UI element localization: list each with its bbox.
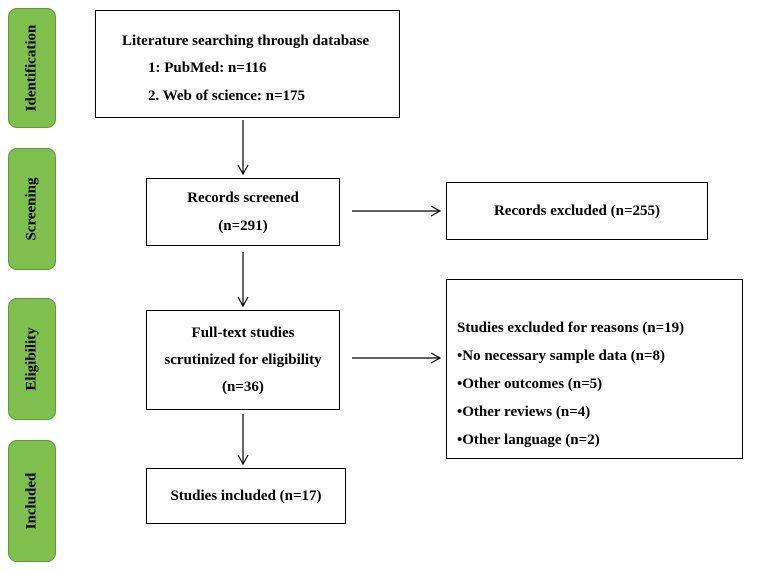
reason-item: •Other language (n=2)	[457, 432, 600, 448]
studies-excluded-reasons-box: Studies excluded for reasons (n=19) •No …	[446, 279, 743, 459]
fulltext-line2: scrutinized for eligibility	[164, 351, 322, 368]
records-excluded-label: Records excluded (n=255)	[493, 203, 661, 219]
reason-item: •No necessary sample data (n=8)	[457, 348, 665, 364]
identification-pubmed: 1: PubMed: n=116	[148, 60, 267, 76]
identification-title: Literature searching through database	[122, 33, 370, 49]
records-screened-box: Records screened (n=291)	[146, 178, 340, 246]
fulltext-studies-box: Full-text studies scrutinized for eligib…	[146, 310, 340, 410]
studies-included-label: Studies included (n=17)	[170, 488, 322, 504]
identification-box: Literature searching through database 1:…	[95, 10, 400, 118]
reason-item: •Other outcomes (n=5)	[457, 376, 603, 392]
reason-item: •Other reviews (n=4)	[457, 404, 591, 420]
stage-eligibility-tab: Eligibility	[8, 298, 56, 420]
reasons-title: Studies excluded for reasons (n=19)	[457, 320, 685, 336]
fulltext-count: (n=36)	[222, 378, 264, 395]
studies-included-box: Studies included (n=17)	[146, 468, 346, 524]
stage-included-tab: Included	[8, 440, 56, 562]
fulltext-line1: Full-text studies	[191, 324, 295, 341]
records-screened-count: (n=291)	[218, 218, 268, 234]
stage-identification-tab: Identification	[8, 8, 56, 128]
identification-web-of-science: 2. Web of science: n=175	[148, 88, 306, 104]
records-screened-label: Records screened	[187, 190, 299, 206]
records-excluded-box: Records excluded (n=255)	[446, 182, 708, 240]
stage-screening-tab: Screening	[8, 148, 56, 270]
